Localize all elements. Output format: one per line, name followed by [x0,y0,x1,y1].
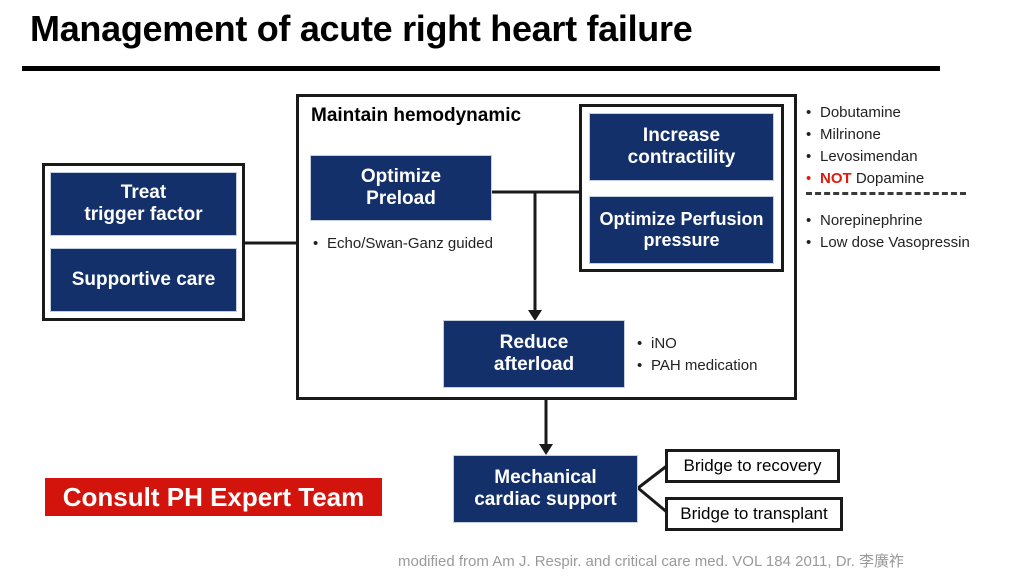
bridge-to-recovery-label: Bridge to recovery [683,456,822,475]
box-supportive-care[interactable]: Supportive care [50,248,237,312]
drug-item-norepinephrine-text: Norepinephrine [820,212,923,229]
reduce-afterload-line1: Reduce [499,331,569,353]
arrow-to-reduce-afterload [528,310,542,321]
bridge-to-transplant-label: Bridge to transplant [680,504,828,523]
increase-contractility-line1: Increase [642,124,721,146]
drug-item-dobutamine: • Dobutamine [806,103,901,123]
consult-banner-label: Consult PH Expert Team [62,481,365,512]
maintain-hemodynamic-label: Maintain hemodynamic [311,105,522,126]
treat-trigger-line2: trigger factor [84,204,203,225]
left-group-frame [42,163,245,321]
box-treat-trigger-factor[interactable]: Treat trigger factor [50,172,237,236]
afterload-note-0-text: iNO [651,335,677,352]
box-bridge-to-recovery[interactable]: Bridge to recovery [665,449,840,483]
afterload-note-0: • iNO [637,334,677,354]
bullet-dot: • [806,170,812,187]
drug-item-milrinone-text: Milrinone [820,126,881,143]
mechanical-line1: Mechanical [494,466,597,488]
treat-trigger-line1: Treat [120,181,167,203]
drug-item-vasopressin: • Low dose Vasopressin [806,233,970,253]
reduce-afterload-line2: afterload [493,354,575,375]
bullet-dot: • [313,235,319,252]
supportive-care-label: Supportive care [71,268,216,290]
drug-item-not-dopamine: • NOT Dopamine [806,169,924,189]
drug-item-dobutamine-text: Dobutamine [820,104,901,121]
box-optimize-preload[interactable]: Optimize Preload [310,155,492,221]
bullet-dot: • [806,148,812,165]
box-mechanical-cardiac-support[interactable]: Mechanical cardiac support [453,455,638,523]
maintain-hemodynamic-frame [296,94,797,400]
preload-note: • Echo/Swan-Ganz guided [313,234,493,254]
contractility-group-frame [579,104,784,272]
drug-item-norepinephrine: • Norepinephrine [806,211,923,231]
drug-item-not-dopamine-text: NOT Dopamine [820,169,924,189]
optimize-preload-line1: Optimize [360,165,442,187]
consult-ph-expert-team-banner[interactable]: Consult PH Expert Team [45,478,382,516]
afterload-note-1: • PAH medication [637,356,757,376]
drug-list-divider [806,192,966,195]
drug-item-vasopressin-text: Low dose Vasopressin [820,234,970,251]
optimize-perfusion-line2: pressure [643,230,720,250]
box-optimize-perfusion-pressure[interactable]: Optimize Perfusion pressure [589,196,774,264]
mechanical-line2: cardiac support [474,489,617,510]
drug-item-milrinone: • Milrinone [806,125,881,145]
optimize-perfusion-line1: Optimize Perfusion [599,208,764,229]
box-bridge-to-transplant[interactable]: Bridge to transplant [665,497,843,531]
bullet-dot: • [806,104,812,121]
optimize-preload-line2: Preload [366,188,436,209]
bullet-dot: • [637,357,643,374]
bullet-dot: • [806,234,812,251]
box-increase-contractility[interactable]: Increase contractility [589,113,774,181]
preload-note-text: Echo/Swan-Ganz guided [327,235,493,252]
bullet-dot: • [637,335,643,352]
increase-contractility-line2: contractility [627,147,736,168]
page-title: Management of acute right heart failure [30,8,693,49]
afterload-note-1-text: PAH medication [651,357,758,374]
bullet-dot: • [806,212,812,229]
box-reduce-afterload[interactable]: Reduce afterload [443,320,625,388]
dopamine-label: Dopamine [855,170,925,187]
drug-item-levosimendan: • Levosimendan [806,147,918,167]
not-keyword: NOT [820,170,852,187]
title-divider [22,66,940,71]
arrow-to-mechanical-support [539,444,553,455]
bullet-dot: • [806,126,812,143]
drug-item-levosimendan-text: Levosimendan [820,148,918,165]
source-citation: modified from Am J. Respir. and critical… [398,553,905,570]
